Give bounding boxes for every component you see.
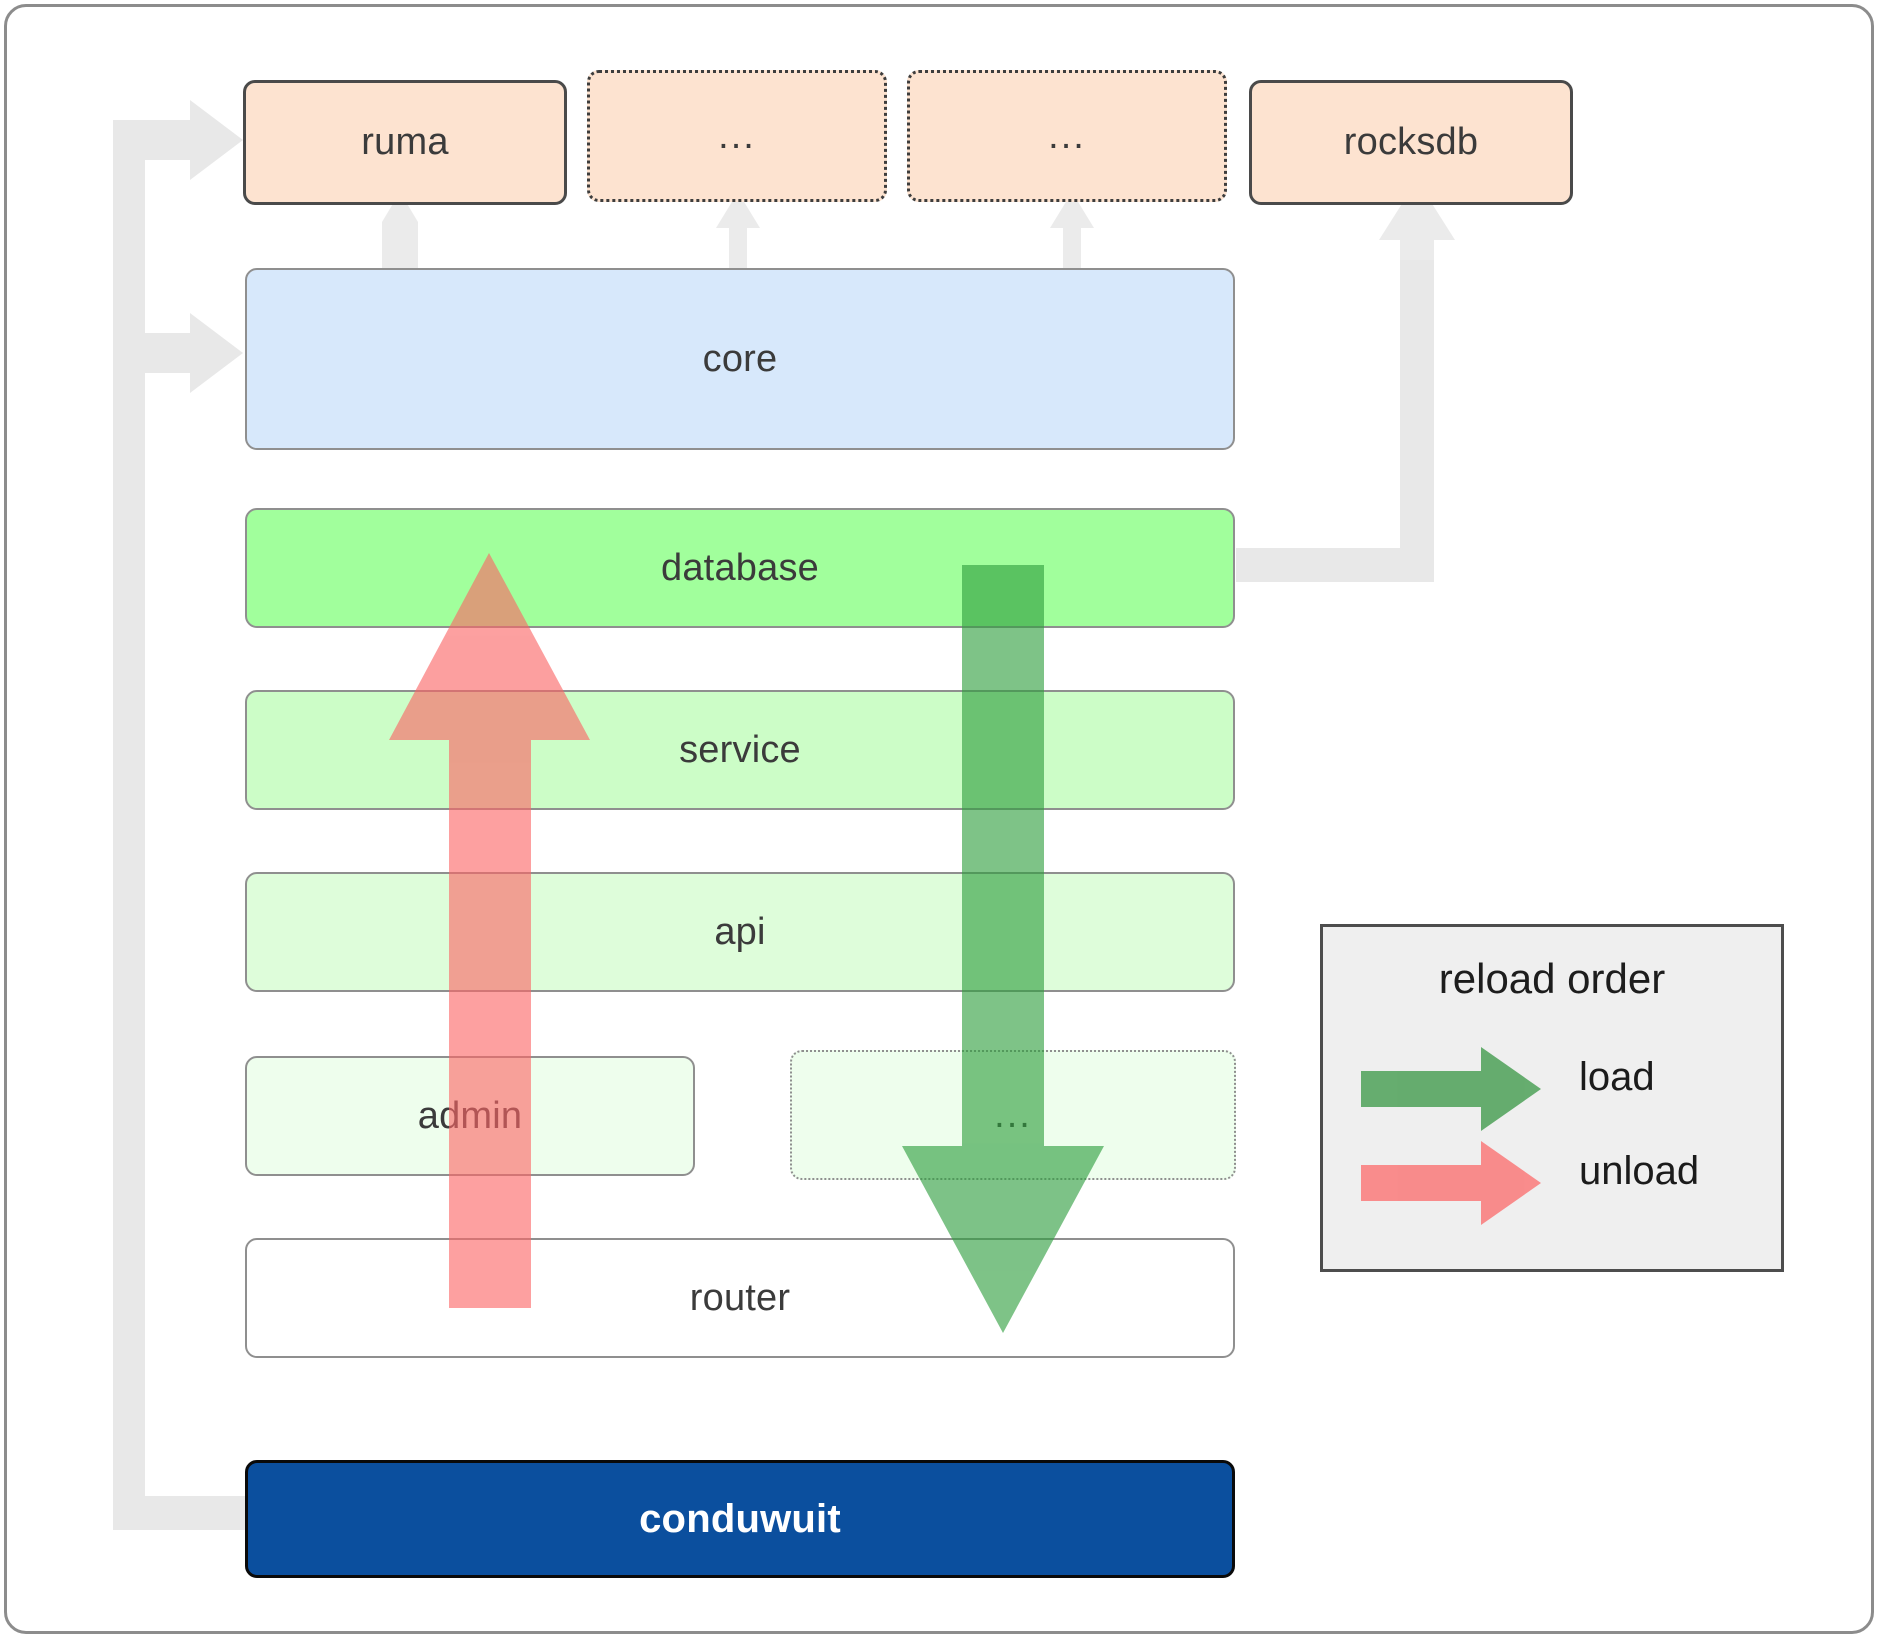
connector-core-to-ruma: [382, 192, 418, 268]
connector-arrow-to-ruma: [113, 100, 243, 180]
legend-row-unload: unload: [1323, 1141, 1781, 1225]
layer-box-ellipsis[interactable]: ...: [790, 1050, 1236, 1180]
application-box-conduwuit[interactable]: conduwuit: [245, 1460, 1235, 1578]
connector-arrow-to-rocksdb: [1379, 180, 1455, 260]
layer-box-api[interactable]: api: [245, 872, 1235, 992]
dependency-box-ellipsis-2[interactable]: ...: [907, 70, 1227, 202]
connector-core-to-dep2: [716, 192, 760, 268]
layer-box-admin[interactable]: admin: [245, 1056, 695, 1176]
legend-row-load: load: [1323, 1047, 1781, 1131]
legend-title: reload order: [1438, 955, 1666, 1002]
dependency-label-ellipsis-2: ...: [1048, 115, 1086, 157]
unload-arrow-icon: [1361, 1141, 1541, 1225]
layer-label-router: router: [689, 1276, 791, 1319]
layer-box-database[interactable]: database: [245, 508, 1235, 628]
connector-core-to-ruma-shaft: [382, 222, 418, 268]
dependency-label-ellipsis-1: ...: [718, 115, 756, 157]
connector-app-to-deps: [113, 140, 246, 1530]
dependency-label-ruma: ruma: [361, 121, 449, 163]
layer-box-router[interactable]: router: [245, 1238, 1235, 1358]
dependency-box-rocksdb[interactable]: rocksdb: [1249, 80, 1573, 205]
legend-label-unload: unload: [1579, 1149, 1700, 1193]
layer-label-ellipsis: ...: [994, 1094, 1032, 1136]
dependency-label-rocksdb: rocksdb: [1343, 121, 1479, 163]
dependency-box-ellipsis-1[interactable]: ...: [587, 70, 887, 202]
connector-core-to-dep3: [1050, 192, 1094, 268]
connector-database-to-rocksdb: [1236, 212, 1434, 582]
load-arrow-icon: [1361, 1047, 1541, 1131]
layer-label-api: api: [714, 910, 766, 953]
layer-label-database: database: [661, 546, 819, 589]
application-label: conduwuit: [639, 1496, 841, 1541]
connector-arrow-to-core: [113, 313, 243, 393]
diagram-outer-frame: [4, 4, 1874, 1634]
layer-box-core[interactable]: core: [245, 268, 1235, 450]
layer-label-service: service: [679, 728, 801, 771]
legend-panel: reload order load unload: [1320, 924, 1784, 1272]
layer-label-core: core: [702, 337, 778, 380]
legend-label-load: load: [1579, 1055, 1655, 1099]
dependency-box-ruma[interactable]: ruma: [243, 80, 567, 205]
layer-label-admin: admin: [417, 1094, 523, 1137]
layer-box-service[interactable]: service: [245, 690, 1235, 810]
